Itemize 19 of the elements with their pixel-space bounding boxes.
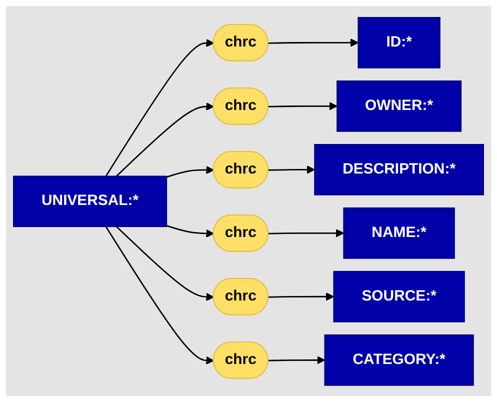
arrow [268,228,344,237]
arrow [268,38,359,46]
node-box: CATEGORY:* [324,334,474,386]
arrow [105,38,214,176]
node-box: UNIVERSAL:* [13,175,168,227]
arrow [268,292,334,300]
node-box: SOURCE:* [333,270,465,322]
node-box: ID:* [358,16,440,68]
arrow [116,102,214,176]
arrow [166,165,214,178]
node-box: OWNER:* [336,80,462,132]
arrow [116,226,214,301]
arrow [268,102,338,110]
arrow [166,224,214,238]
node-box: NAME:* [343,207,455,258]
arrow [268,356,326,364]
arrow [105,226,214,364]
node-box: DESCRIPTION:* [314,144,484,195]
arrow [268,165,315,174]
